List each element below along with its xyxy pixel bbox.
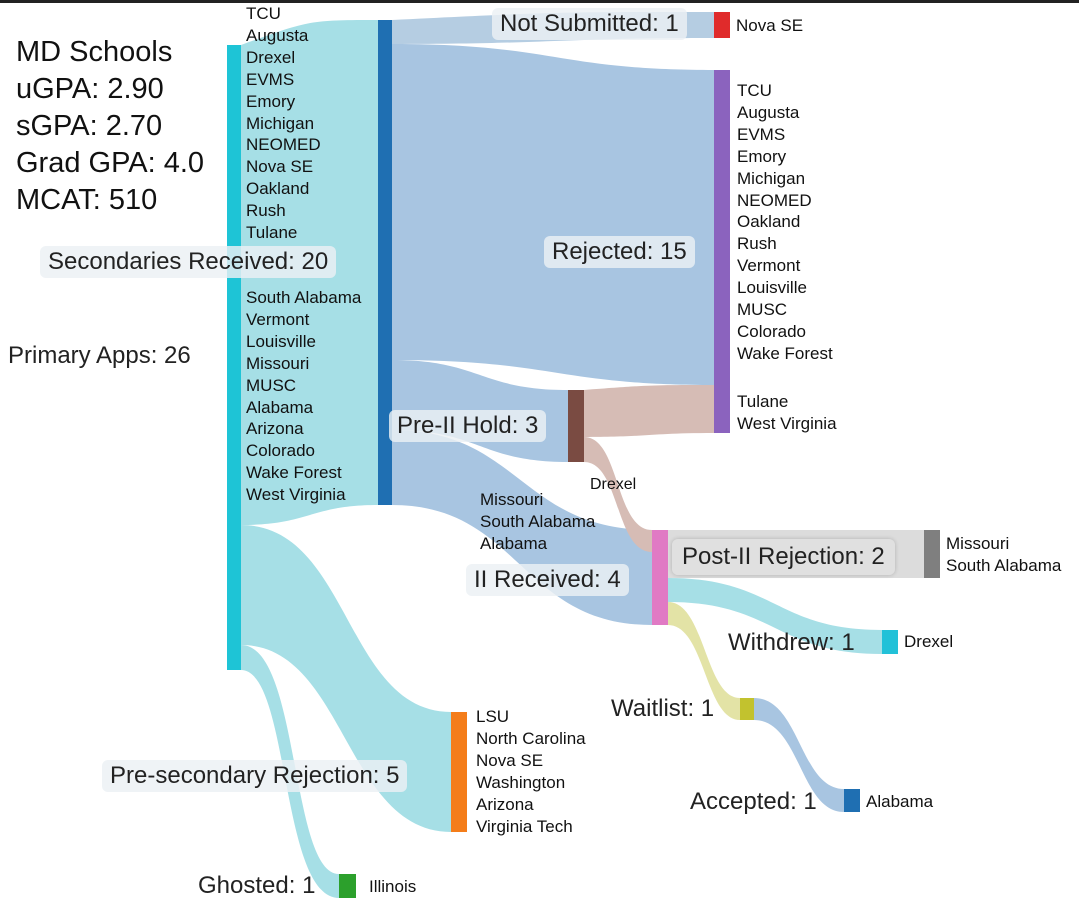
school-name: Michigan [737,168,806,188]
not-submitted-school: Nova SE [736,16,804,35]
school-name: Emory [246,91,296,111]
school-name: EVMS [737,124,786,144]
top-border [0,0,1079,3]
ghosted-label: Ghosted: 1 [198,872,316,899]
school-name: Arizona [246,419,304,439]
school-name: Alabama [480,533,548,553]
post-ii-rejection-label: Post-II Rejection: 2 [672,539,895,575]
school-name: South Alabama [946,555,1062,575]
school-name: Wake Forest [246,463,342,483]
school-name: Emory [737,146,787,166]
flow-secondaries-to-rejected [392,44,714,385]
school-name: NEOMED [737,190,812,210]
school-name: Missouri [480,490,544,509]
stats-sgpa: sGPA: 2.70 [16,110,163,142]
ii-received-label: II Received: 4 [466,564,629,596]
flow-primary-to-pre-secondary [241,525,451,832]
school-name: Rush [737,234,777,254]
school-name: Vermont [246,309,310,329]
secondaries-node-bar [378,20,392,505]
applicant-stats: MD Schools uGPA: 2.90 sGPA: 2.70 Grad GP… [16,34,204,219]
withdrew-school: Drexel [904,632,954,651]
stats-mcat: MCAT: 510 [16,184,158,216]
ii-received-node-bar [652,530,668,625]
pre-ii-hold-label: Pre-II Hold: 3 [389,410,547,442]
stats-title: MD Schools [16,36,173,68]
accepted-node-bar [844,789,860,812]
school-name: Louisville [737,278,807,298]
withdrew-label: Withdrew: 1 [728,629,855,656]
primary-node-bar [227,45,241,670]
school-name: Drexel [246,47,296,67]
school-name: South Alabama [246,288,362,307]
stats-ugpa: uGPA: 2.90 [16,73,164,105]
waitlist-node-bar [740,698,754,720]
school-name: Louisville [246,331,316,351]
school-name: West Virginia [737,413,837,433]
flow-ii-received-to-withdrew [668,578,882,654]
school-name: Colorado [246,441,315,461]
ghosted-school: Illinois [369,877,417,896]
school-name: NEOMED [246,135,321,155]
ii-received-flow-schools-list: Missouri South Alabama Alabama [480,489,595,555]
accepted-label: Accepted: 1 [690,788,817,815]
school-name: Missouri [246,353,310,373]
school-name: Oakland [246,179,310,199]
waitlist-label: Waitlist: 1 [611,695,715,722]
school-name: Washington [476,772,566,792]
pre-secondary-rejection-label: Pre-secondary Rejection: 5 [102,760,408,792]
flow-pre-ii-hold-to-rejected [584,385,714,437]
pre-ii-hold-drexel-flow-label: Drexel [590,476,637,493]
primary-apps-label: Primary Apps: 26 [8,342,191,369]
pre-ii-hold-node-bar [568,390,584,462]
pre-secondary-node-bar [451,712,467,832]
school-name: Augusta [246,25,309,45]
school-name: LSU [476,707,510,726]
school-name: Arizona [476,794,534,814]
school-name: Michigan [246,113,315,133]
school-name: Augusta [737,102,800,122]
pre-secondary-schools-list: LSU North Carolina Nova SE Washington Ar… [476,706,586,837]
school-name: TCU [246,4,281,23]
school-name: North Carolina [476,728,586,748]
school-name: Tulane [246,223,298,243]
school-name: South Alabama [480,511,596,531]
school-name: Rush [246,201,286,221]
post-ii-schools-list: Missouri South Alabama [946,533,1061,577]
school-name: Vermont [737,256,801,276]
school-name: Tulane [737,392,789,411]
node-bars [227,12,940,898]
ghosted-node-bar [339,874,356,898]
school-name: West Virginia [246,485,346,505]
withdrew-node-bar [882,630,898,654]
primary-schools-lower-list: South Alabama Vermont Louisville Missour… [246,287,361,506]
rejected-node-bar [714,70,730,433]
post-ii-node-bar [924,530,940,578]
school-name: Missouri [946,534,1010,553]
school-name: Colorado [737,321,806,341]
stats-grad-gpa: Grad GPA: 4.0 [16,147,205,179]
not-submitted-node-bar [714,12,730,38]
school-name: Nova SE [476,750,544,770]
not-submitted-label: Not Submitted: 1 [492,8,687,40]
secondaries-received-label: Secondaries Received: 20 [40,246,337,278]
rejected-label: Rejected: 15 [544,236,695,268]
school-name: MUSC [737,300,788,320]
flow-ii-received-to-waitlist [668,602,740,720]
rejected-from-hold-schools-list: Tulane West Virginia [737,391,837,435]
school-name: Oakland [737,212,801,232]
flow-waitlist-to-accepted [754,698,844,812]
accepted-school: Alabama [866,792,934,811]
school-name: Alabama [246,397,314,417]
school-name: Nova SE [246,157,314,177]
primary-schools-upper-list: TCU Augusta Drexel EVMS Emory Michigan N… [246,3,321,244]
school-name: Wake Forest [737,343,833,363]
school-name: MUSC [246,375,297,395]
rejected-schools-list: TCU Augusta EVMS Emory Michigan NEOMED O… [737,80,833,365]
flow-pre-ii-hold-to-ii-received [584,437,652,552]
school-name: Virginia Tech [476,816,573,836]
school-name: EVMS [246,69,295,89]
school-name: TCU [737,81,772,100]
